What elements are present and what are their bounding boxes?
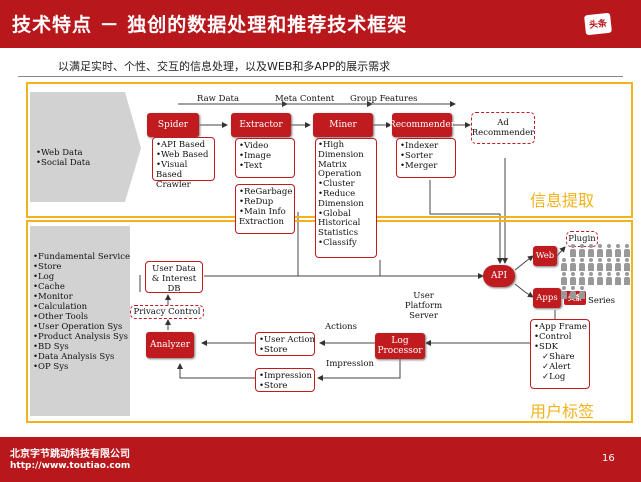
list-item: Fundamental Service [33,252,130,262]
ad-recommender-node: Ad Recommender [471,112,535,144]
person-icon [578,272,585,285]
footer-company: 北京字节跳动科技有限公司 [10,449,130,460]
api-node: API [483,265,515,287]
person-icon [560,272,567,285]
list-item: BD Sys [33,342,130,352]
subtitle: 以满足实时、个性、交互的信息处理，以及WEB和多APP的展示需求 [58,60,391,73]
list-item: Other Tools [33,312,130,322]
web-node: Web [533,246,557,266]
flow-label-raw-data: Raw Data [197,94,240,104]
user-action-store: User Action Store [255,332,315,356]
log-processor-node: Log Processor [375,333,425,359]
list-item: Store [33,262,130,272]
miner-node: Miner [313,113,373,137]
subtitle-divider [18,76,623,77]
spider-details: API Based Web Based Visual Based Crawler [152,137,215,190]
person-icon [605,258,612,271]
person-icon [605,244,612,257]
left-top-list: Web Data Social Data [36,148,90,168]
person-icon [569,286,576,299]
person-icon [623,244,630,257]
spider-node: Spider [147,113,199,137]
impression-label: Impression [326,359,374,369]
person-icon [587,244,594,257]
footer-bar: 北京字节跳动科技有限公司 http://www.toutiao.com 16 [0,437,641,482]
person-icon [605,272,612,285]
list-item: User Operation Sys [33,322,130,332]
extractor-details-2: ReGarbage ReDup Main Info Extraction [235,184,295,234]
page-title: 技术特点 － 独创的数据处理和推荐技术框架 [12,14,408,36]
person-icon [596,272,603,285]
person-icon [623,272,630,285]
analyzer-node: Analyzer [146,332,194,358]
list-item: Cache [33,282,130,292]
person-icon [569,272,576,285]
privacy-control-node: Privacy Control [130,305,204,319]
left-panel-top [30,92,125,202]
user-platform-server-label: User Platform Server [404,291,443,321]
page-number: 16 [602,453,615,464]
left-bottom-list: Fundamental Service Store Log Cache Moni… [33,252,130,372]
person-icon [560,286,567,299]
flow-label-group-features: Group Features [350,94,418,104]
extractor-node: Extractor [231,113,291,137]
list-item: Log [33,272,130,282]
actions-label: Actions [325,322,357,332]
person-icon [578,244,585,257]
person-icon [560,258,567,271]
person-icon [614,244,621,257]
person-icon [578,258,585,271]
person-icon [587,272,594,285]
person-icon [569,244,576,257]
person-icon [614,258,621,271]
list-item: OP Sys [33,362,130,372]
list-item: Monitor [33,292,130,302]
section-label-info-extraction: 信息提取 [530,191,595,210]
person-icon [596,258,603,271]
section-label-user-tags: 用户标签 [530,402,595,421]
recommender-node: Recommender [389,113,455,137]
user-data-db: User Data & Interest DB [145,261,203,294]
impression-store: Impression Store [255,368,315,392]
person-icon [596,244,603,257]
person-icon [587,258,594,271]
extractor-details: Video Image Text [235,138,295,178]
app-frame-details: App Frame Control SDK Share Alert Log [530,319,590,389]
header-bar: 技术特点 － 独创的数据处理和推荐技术框架 头条 [0,0,641,48]
person-icon [623,258,630,271]
flow-label-meta-content: Meta Content [275,94,335,104]
list-item: Social Data [36,158,90,168]
list-item: Product Analysis Sys [33,332,130,342]
list-item: Data Analysis Sys [33,352,130,362]
list-item: Calculation [33,302,130,312]
person-icon [614,272,621,285]
miner-details: High Dimension Matrix Operation Cluster … [315,138,377,258]
list-item: Web Data [36,148,90,158]
apps-node: Apps [533,288,561,308]
person-icon [569,258,576,271]
series-label: Series [588,296,616,306]
users-crowd-icon [560,244,634,304]
recommender-details: Indexer Sorter Merger [396,138,456,178]
footer-url-link[interactable]: http://www.toutiao.com [10,461,131,471]
person-icon [578,286,585,299]
